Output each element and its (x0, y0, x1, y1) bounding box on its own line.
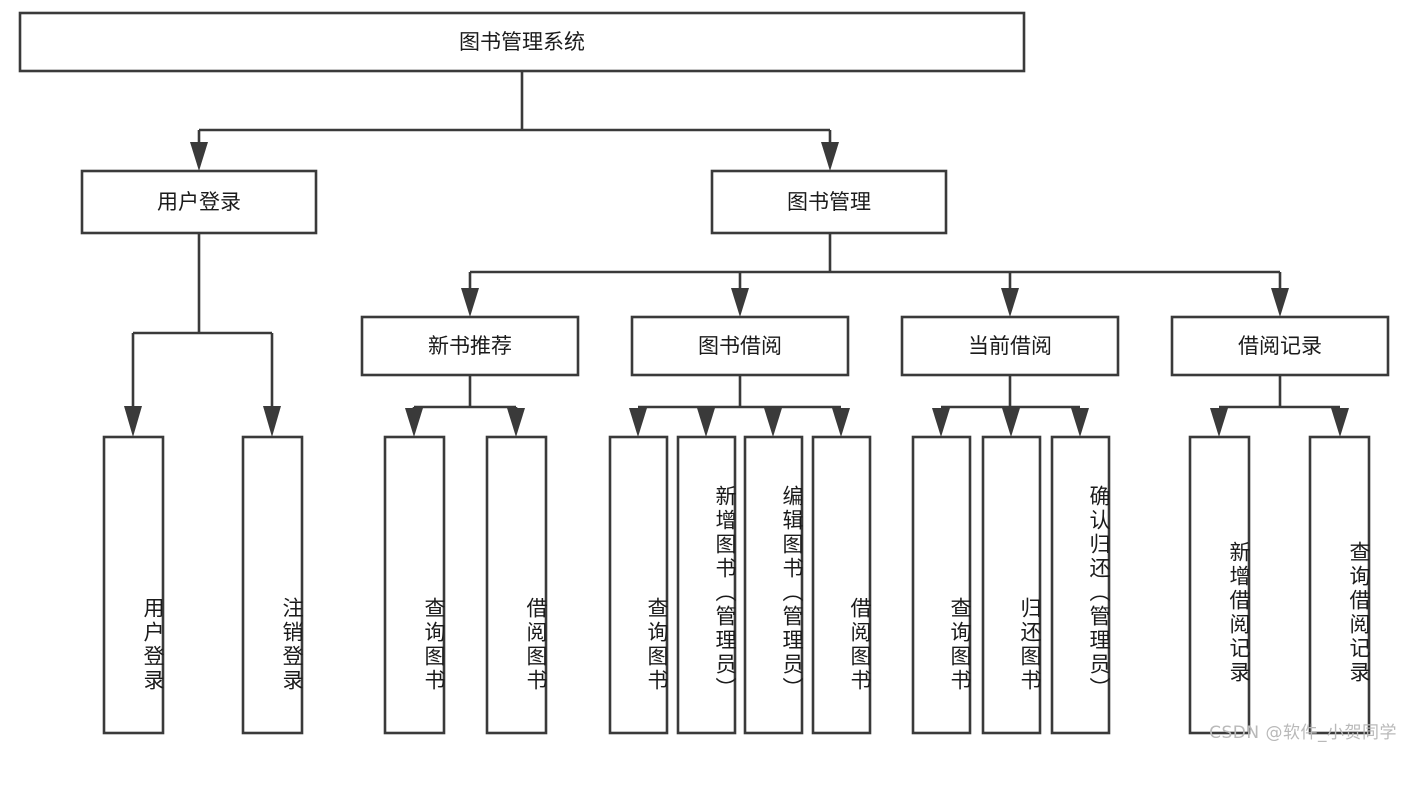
node-box-leaf-query-book-borrow[interactable] (608, 435, 669, 735)
arrow-head-leaf-add-record (1210, 408, 1228, 437)
tree-svg-canvas: 图书管理系统 用户登录 图书管理 新书推荐 图书借阅 当前借阅 借阅记录 (18, 11, 1390, 735)
node-box-leaf-query-record[interactable] (1308, 435, 1371, 735)
node-box-borrow-record[interactable] (1170, 315, 1390, 377)
connector-group-current-borrow (932, 375, 1089, 437)
node-box-leaf-confirm-return[interactable] (1050, 435, 1111, 735)
arrow-head-book-manage (821, 142, 839, 171)
connector-group-user-login (124, 233, 281, 437)
arrow-head-user-login (190, 142, 208, 171)
arrow-head-leaf-query-book-borrow (629, 408, 647, 437)
node-new-book-recommend[interactable]: 新书推荐 (360, 315, 580, 377)
flowchart-diagram: 图书管理系统 用户登录 图书管理 新书推荐 图书借阅 当前借阅 借阅记录 (18, 11, 1397, 743)
node-box-leaf-add-book[interactable] (676, 435, 737, 735)
node-box-leaf-return-book[interactable] (981, 435, 1042, 735)
node-label-user-login: 用户登录 (157, 190, 241, 214)
node-box-leaf-add-record[interactable] (1188, 435, 1251, 735)
node-box-leaf-query-book-current[interactable] (911, 435, 972, 735)
node-box-book-manage[interactable] (710, 169, 948, 235)
arrow-head-leaf-add-book (697, 408, 715, 437)
node-book-borrow[interactable]: 图书借阅 (630, 315, 850, 377)
arrow-head-leaf-borrow-book (832, 408, 850, 437)
node-box-leaf-edit-book[interactable] (743, 435, 804, 735)
node-user-login[interactable]: 用户登录 (80, 169, 318, 235)
arrow-head-borrow-record (1271, 288, 1289, 317)
arrow-head-leaf-edit-book (764, 408, 782, 437)
arrow-head-leaf-return-book (1002, 408, 1020, 437)
arrow-head-book-borrow (731, 288, 749, 317)
arrow-head-new-book-recommend (461, 288, 479, 317)
node-label-book-borrow: 图书借阅 (698, 334, 782, 358)
node-label-new-book-recommend: 新书推荐 (428, 334, 512, 358)
arrow-head-leaf-logout (263, 406, 281, 437)
node-box-user-login[interactable] (80, 169, 318, 235)
node-box-new-book-recommend[interactable] (360, 315, 580, 377)
connector-group-book-manage (461, 233, 1289, 317)
node-box-leaf-user-login[interactable] (102, 435, 165, 735)
connector-group-root (190, 71, 839, 171)
node-root[interactable]: 图书管理系统 (18, 11, 1026, 73)
node-current-borrow[interactable]: 当前借阅 (900, 315, 1120, 377)
node-book-manage[interactable]: 图书管理 (710, 169, 948, 235)
connector-group-book-borrow (629, 375, 850, 437)
node-borrow-record[interactable]: 借阅记录 (1170, 315, 1390, 377)
node-box-leaf-borrow-book[interactable] (811, 435, 872, 735)
arrow-head-current-borrow (1001, 288, 1019, 317)
connector-group-new-book-recommend (405, 375, 525, 437)
node-box-leaf-borrow-book-rec[interactable] (485, 435, 548, 735)
node-label-current-borrow: 当前借阅 (968, 334, 1052, 358)
arrow-head-leaf-query-book-rec (405, 408, 423, 437)
arrow-head-leaf-confirm-return (1071, 408, 1089, 437)
node-box-leaf-query-book-rec[interactable] (383, 435, 446, 735)
node-box-leaf-logout-login[interactable] (241, 435, 304, 735)
csdn-watermark: CSDN @软件_小贺同学 (1209, 723, 1397, 743)
connector-group-borrow-record (1210, 375, 1349, 437)
node-label-root: 图书管理系统 (459, 30, 585, 54)
arrow-head-leaf-query-book-current (932, 408, 950, 437)
node-box-current-borrow[interactable] (900, 315, 1120, 377)
node-box-root[interactable] (18, 11, 1026, 73)
arrow-head-leaf-borrow-book-rec (507, 408, 525, 437)
node-label-borrow-record: 借阅记录 (1238, 334, 1322, 358)
node-label-book-manage: 图书管理 (787, 190, 871, 214)
arrow-head-leaf-user-login (124, 406, 142, 437)
arrow-head-leaf-query-record (1331, 408, 1349, 437)
node-box-book-borrow[interactable] (630, 315, 850, 377)
